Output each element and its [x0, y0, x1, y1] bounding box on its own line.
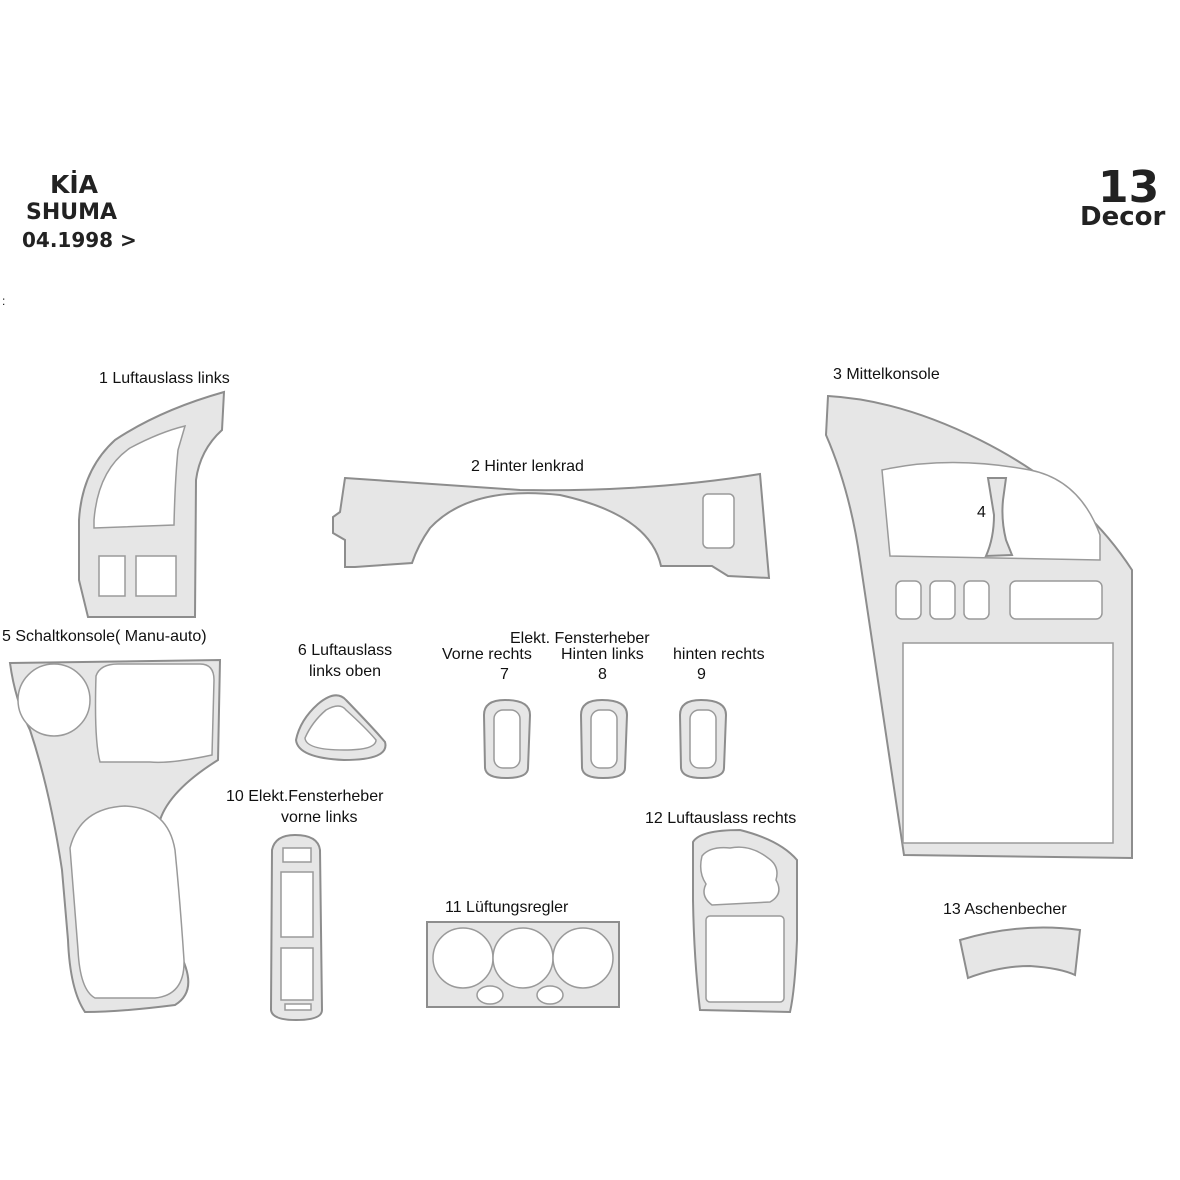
label-part-13: 13 Aschenbecher — [943, 901, 1067, 918]
edge-mark: : — [2, 294, 6, 308]
part-7-window-switch-front-right — [482, 698, 532, 780]
part-12-air-vent-right — [692, 828, 798, 1014]
part-3-center-console — [824, 394, 1133, 860]
part-1-air-vent-left — [78, 390, 226, 618]
label-part-10-line1: 10 Elekt.Fensterheber — [226, 788, 384, 805]
part-4-trim-strip — [984, 477, 1014, 558]
part-11-ventilation-control — [426, 921, 620, 1008]
label-part-7: 7 — [500, 666, 509, 683]
piece-count: 13 — [1098, 162, 1160, 213]
label-part-9: 9 — [697, 666, 706, 683]
label-part-5: 5 Schaltkonsole( Manu-auto) — [2, 628, 207, 645]
part-10-window-switch-front-left — [269, 833, 324, 1022]
model-label: SHUMA — [26, 200, 118, 225]
label-part-6-line1: 6 Luftauslass — [297, 642, 393, 659]
part-8-window-switch-rear-left — [579, 698, 629, 780]
part-9-window-switch-rear-right — [678, 698, 728, 780]
label-part-3: 3 Mittelkonsole — [833, 366, 940, 383]
part-2-behind-steering-wheel — [332, 472, 771, 580]
label-part-9-desc: hinten rechts — [673, 646, 765, 663]
label-part-7-desc: Vorne rechts — [442, 646, 532, 663]
label-part-8-desc: Hinten links — [561, 646, 644, 663]
part-6-air-vent-top-left — [294, 694, 387, 762]
label-part-12: 12 Luftauslass rechts — [645, 810, 797, 827]
decor-label: Decor — [1080, 202, 1166, 232]
label-window-switch-group: Elekt. Fensterheber — [510, 630, 650, 647]
label-part-2: 2 Hinter lenkrad — [471, 458, 584, 475]
date-label: 04.1998 > — [22, 228, 137, 252]
make-label: KİA — [50, 170, 99, 199]
label-part-10-line2: vorne links — [281, 809, 358, 826]
label-part-8: 8 — [598, 666, 607, 683]
label-part-1: 1 Luftauslass links — [99, 370, 230, 387]
part-13-ashtray — [958, 926, 1082, 980]
label-part-11: 11 Lüftungsregler — [445, 899, 569, 916]
label-part-4: 4 — [977, 504, 986, 521]
label-part-6-line2: links oben — [308, 663, 382, 680]
part-5-shift-console — [8, 658, 222, 1014]
